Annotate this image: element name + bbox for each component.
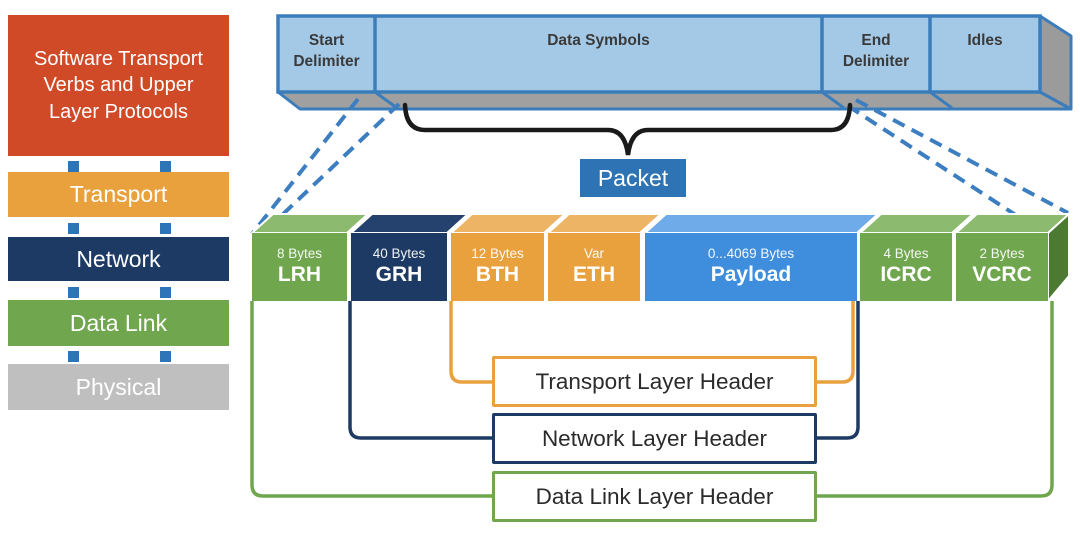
transport-header-connector <box>449 301 855 384</box>
bar-segment-label: Data Symbols <box>547 32 650 49</box>
payload-top-face <box>644 213 879 234</box>
field-eth: Var ETH <box>548 233 640 301</box>
field-name: LRH <box>277 263 322 287</box>
layer-label: Software Transport Verbs and Upper Layer… <box>34 47 203 123</box>
field-size: 40 Bytes <box>372 246 426 262</box>
eth-top-face <box>547 213 662 234</box>
network-layer-header-box: Network Layer Header <box>492 413 817 464</box>
lrh-top-face <box>251 213 369 234</box>
stack-connector-square <box>160 161 171 172</box>
field-icrc: 4 Bytes ICRC <box>860 233 952 301</box>
field-name: ICRC <box>880 263 932 287</box>
bar-segment-idles: Idles <box>930 16 1040 92</box>
datalink-header-connector <box>250 301 1054 498</box>
top-bar-front-face <box>276 14 1042 94</box>
header-box-label: Data Link Layer Header <box>535 483 774 509</box>
stack-connector-square <box>160 351 171 362</box>
bar-segment-label: End Delimiter <box>842 32 910 70</box>
field-bth: 12 Bytes BTH <box>451 233 544 301</box>
bar-segment-start-delimiter: Start Delimiter <box>278 16 375 92</box>
bar-segment-end-delimiter: End Delimiter <box>822 16 930 92</box>
bth-top-face <box>450 213 566 234</box>
transport-layer-header-box: Transport Layer Header <box>492 356 817 407</box>
header-box-label: Network Layer Header <box>541 425 768 451</box>
field-name: VCRC <box>972 263 1032 287</box>
field-size: 12 Bytes <box>471 246 524 262</box>
top-bar-bottom-slant-2 <box>821 90 845 110</box>
stack-connector-square <box>68 223 79 234</box>
field-lrh: 8 Bytes LRH <box>252 233 347 301</box>
layer-box-network: Network <box>8 237 229 281</box>
field-size: 0...4069 Bytes <box>707 246 795 262</box>
datalink-layer-header-box: Data Link Layer Header <box>492 471 817 522</box>
packet-tag: Packet <box>580 159 686 197</box>
layer-label: Network <box>76 245 161 272</box>
bar-segment-data-symbols: Data Symbols <box>375 16 822 92</box>
dashed-zoom-line-left-outer <box>250 97 360 236</box>
stack-connector-square <box>160 287 171 298</box>
field-size: Var <box>583 246 604 262</box>
field-name: BTH <box>475 263 520 287</box>
layer-box-upper-protocols: Software Transport Verbs and Upper Layer… <box>8 15 229 156</box>
packet-brace <box>402 102 853 156</box>
field-grh: 40 Bytes GRH <box>351 233 447 301</box>
field-name: GRH <box>375 263 423 287</box>
layer-label: Physical <box>75 373 162 400</box>
network-header-connector <box>348 301 860 440</box>
stack-connector-square <box>68 287 79 298</box>
bar-segment-label: Idles <box>967 32 1003 49</box>
icrc-top-face <box>859 213 974 234</box>
field-name: ETH <box>573 263 615 287</box>
field-size: 2 Bytes <box>979 246 1025 262</box>
layer-label: Data Link <box>69 309 168 336</box>
field-vcrc: 2 Bytes VCRC <box>956 233 1048 301</box>
field-size: 4 Bytes <box>883 246 929 262</box>
top-bar-right-face <box>1038 14 1073 111</box>
dashed-zoom-line-left-inner <box>279 102 401 218</box>
field-size: 8 Bytes <box>276 246 323 262</box>
stack-connector-square <box>68 351 79 362</box>
grh-top-face <box>350 213 469 234</box>
dashed-zoom-line-right-outer <box>855 98 1069 215</box>
layer-box-datalink: Data Link <box>8 300 229 346</box>
layer-box-physical: Physical <box>8 364 229 410</box>
field-payload: 0...4069 Bytes Payload <box>645 233 857 301</box>
vcrc-right-face <box>1047 213 1070 302</box>
header-box-label: Transport Layer Header <box>535 368 774 394</box>
top-bar-bottom-slant-3 <box>929 90 953 110</box>
layer-box-transport: Transport <box>8 172 229 217</box>
layer-label: Transport <box>69 181 168 207</box>
stack-connector-square <box>68 161 79 172</box>
packet-tag-label: Packet <box>597 164 669 191</box>
stack-connector-square <box>160 223 171 234</box>
bar-segment-label: Start Delimiter <box>293 32 360 70</box>
field-name: Payload <box>710 263 792 287</box>
top-bar-bottom-slant-1 <box>374 90 398 110</box>
